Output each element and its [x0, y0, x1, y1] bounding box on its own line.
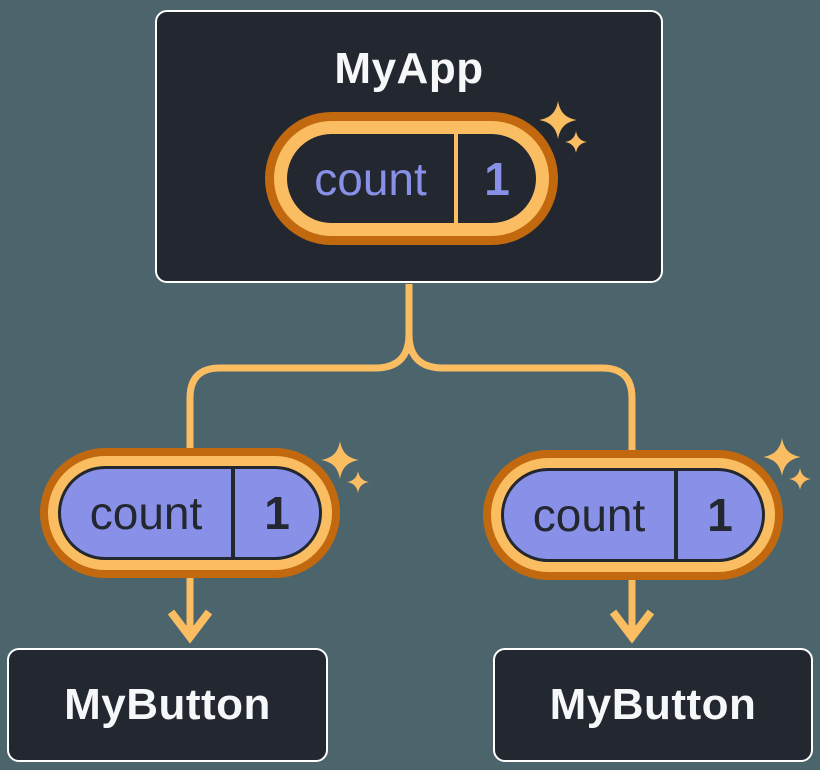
pill-divider	[454, 134, 458, 223]
pill-divider	[231, 469, 235, 557]
state-value: 1	[484, 152, 510, 205]
prop-name: count	[89, 487, 203, 539]
component-label-right: MyButton	[549, 680, 757, 729]
prop-pill-body: count 1	[501, 468, 765, 562]
arrow-down-icon	[609, 609, 655, 644]
arrow-down-icon	[167, 609, 213, 644]
sparkle-icon	[321, 441, 369, 493]
component-node-right: MyButton	[493, 648, 813, 762]
prop-name: count	[532, 489, 646, 541]
pill-divider	[674, 471, 678, 559]
state-pill-body: count 1	[287, 134, 536, 223]
prop-pill-left: count 1	[40, 448, 340, 578]
prop-pill-ring: count 1	[491, 458, 775, 572]
state-pill-root: count 1	[265, 112, 558, 245]
prop-value: 1	[707, 489, 733, 541]
state-name: count	[314, 152, 427, 205]
component-label-root: MyApp	[334, 44, 484, 93]
sparkle-icon	[763, 438, 811, 490]
component-label-left: MyButton	[64, 680, 271, 729]
component-node-left: MyButton	[7, 648, 328, 762]
component-node-root: MyApp count 1	[155, 10, 663, 283]
state-pill-ring: count 1	[274, 121, 549, 236]
prop-value: 1	[264, 487, 290, 539]
prop-pill-body: count 1	[58, 466, 322, 560]
prop-pill-right: count 1	[483, 450, 783, 580]
edge-to-right-child	[405, 284, 636, 630]
sparkle-icon	[539, 101, 587, 153]
prop-pill-ring: count 1	[48, 456, 332, 570]
